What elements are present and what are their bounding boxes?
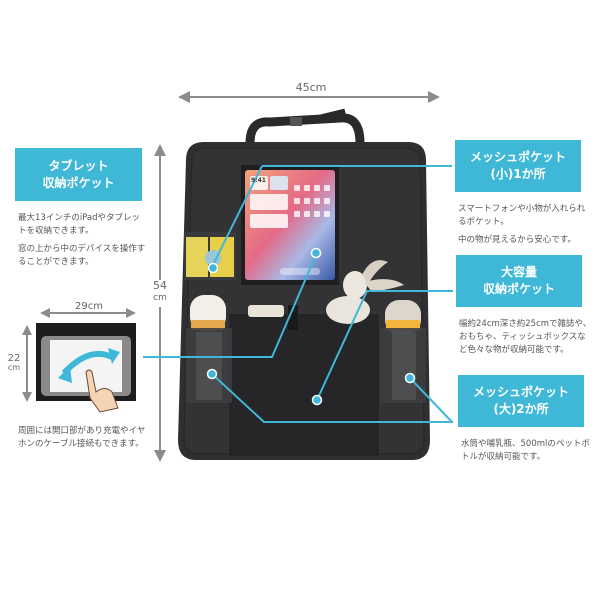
callout-large-pocket-title: 大容量 収納ポケット [456,255,582,307]
callout-tablet-pocket-description: 最大13インチのiPadやタブレットを収納できます。 窓の上から中のデバイスを操… [18,212,148,274]
height-dimension-arrow [154,144,166,462]
callout-title-line2: 収納ポケット [42,175,115,190]
handle-strap [245,108,365,144]
tablet-operation-illustration [22,308,136,413]
height-dimension-unit: cm [153,293,167,303]
callout-title-line2: (小)1か所 [490,167,546,181]
leader-dots [206,247,416,406]
callout-title-line1: メッシュポケット [472,385,569,399]
description-paragraph: スマートフォンや小物が入れられるポケット。 [458,204,586,227]
height-dimension-number: 54 [153,279,167,292]
height-dimension-label: 54 cm [148,280,172,304]
callout-large-mesh-title: メッシュポケット (大)2か所 [458,375,584,427]
width-dimension-arrow [178,91,440,103]
callout-title-line2: 収納ポケット [482,282,555,296]
left-bottle-pocket [186,295,232,403]
description-paragraph: 幅約24cm深さ約25cmで雑誌や、おもちゃ、ティッシュボックスなど色々な物が収… [459,319,592,355]
callout-small-mesh-title: メッシュポケット (小)1か所 [455,140,581,192]
tablet-screen-time: 9:41 [251,177,266,184]
callout-tablet-pocket-title: タブレット 収納ポケット [15,148,142,201]
width-dimension-label: 45cm [295,81,327,94]
tablet-width-label: 29cm [75,301,103,312]
tablet-height-number: 22 [7,353,21,364]
callout-title-line2: (大)2か所 [493,402,549,416]
small-mesh-pocket [184,232,236,280]
callout-small-mesh-description: スマートフォンや小物が入れられるポケット。 中の物が見えるから安心です。 [458,203,593,252]
callout-title-line1: タブレット [48,158,109,173]
tablet-height-unit: cm [7,363,21,372]
description-paragraph: 中の物が見えるから安心です。 [458,235,576,245]
description-paragraph: 窓の上から中のデバイスを操作することができます。 [18,244,146,267]
leader-lines [143,165,453,423]
callout-title-line1: 大容量 [500,265,537,279]
callout-large-mesh-description: 水筒や哺乳瓶、500mlのペットボトルが収納可能です。 [461,438,596,469]
description-paragraph: 最大13インチのiPadやタブレットを収納できます。 [18,213,141,236]
description-paragraph: 水筒や哺乳瓶、500mlのペットボトルが収納可能です。 [461,439,590,462]
large-pocket [229,260,404,456]
right-bottle-pocket [380,300,426,403]
tablet-note: 周囲には開口部があり充電やイヤホンのケーブル接続もできます。 [18,426,146,449]
callout-large-pocket-description: 幅約24cm深さ約25cmで雑誌や、おもちゃ、ティッシュボックスなど色々な物が収… [459,318,594,362]
callout-title-line1: メッシュポケット [469,150,566,164]
tablet-height-label: 22 cm [4,353,24,373]
